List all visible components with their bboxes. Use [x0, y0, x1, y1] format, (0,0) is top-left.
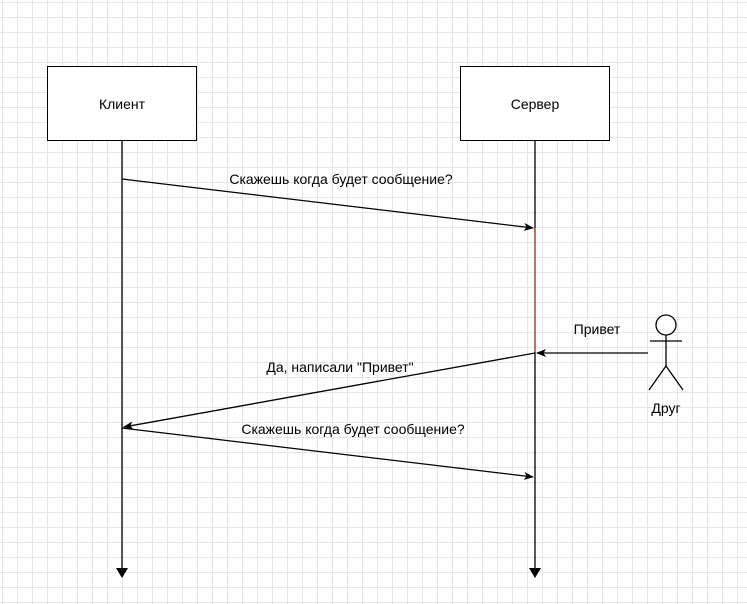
- message-label-3: Да, написали "Привет": [266, 359, 414, 375]
- message-label-1: Скажешь когда будет сообщение?: [229, 171, 453, 187]
- client-lifeline-end-arrow: [116, 568, 128, 578]
- friend-label: Друг: [651, 400, 681, 416]
- message-arrow-1: [121, 178, 534, 231]
- server-box[interactable]: Сервер: [460, 66, 610, 141]
- client-box[interactable]: Клиент: [47, 66, 197, 141]
- message-arrow-4: [121, 427, 534, 480]
- server-label: Сервер: [510, 95, 560, 112]
- message-label-4: Скажешь когда будет сообщение?: [241, 421, 465, 437]
- message-arrow-3: [123, 352, 536, 430]
- actor-figure-icon: [648, 314, 684, 391]
- client-label: Клиент: [98, 95, 146, 112]
- message-label-2: Привет: [573, 321, 621, 337]
- server-lifeline-end-arrow: [529, 568, 541, 578]
